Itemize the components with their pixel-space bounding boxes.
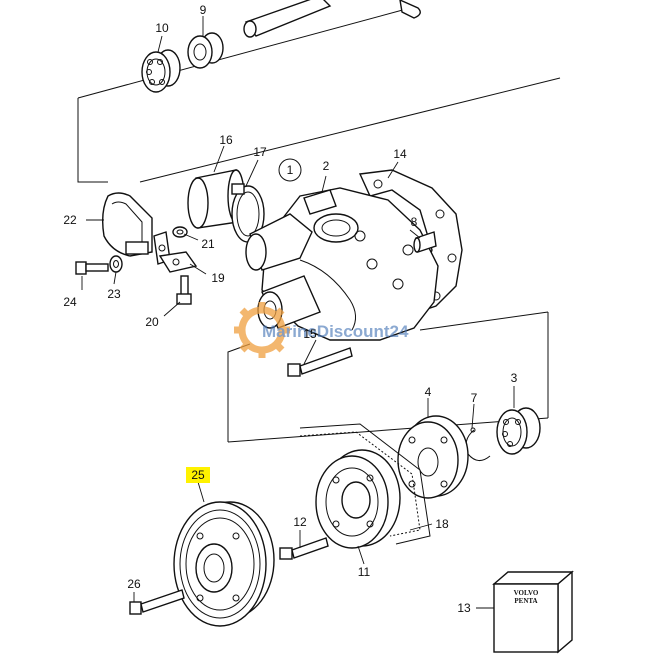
bolt-part-26	[129, 589, 185, 615]
box-label-line2: PENTA	[514, 597, 537, 605]
bearing-part-10	[141, 49, 181, 93]
callout-labels: 1 2 3 4 7 8 9 10 11 12 13 14 15 16 17 18…	[63, 3, 517, 615]
callout-23: 23	[107, 287, 121, 301]
callout-3: 3	[511, 371, 518, 385]
callout-1: 1	[287, 163, 294, 177]
callout-12: 12	[293, 515, 307, 529]
circlip-part-7	[465, 427, 491, 461]
callout-17: 17	[253, 145, 267, 159]
callout-24: 24	[63, 295, 77, 309]
callout-15: 15	[303, 327, 317, 341]
bolt-part-24	[75, 261, 109, 275]
callout-26: 26	[127, 577, 141, 591]
callout-highlight-25	[186, 467, 210, 483]
washer-part-21	[172, 226, 188, 238]
assembly-frame-lines	[77, 7, 561, 443]
callout-2: 2	[323, 159, 330, 173]
callout-circle-1	[278, 158, 302, 182]
stud-part-8	[413, 231, 437, 253]
callout-21: 21	[201, 237, 215, 251]
kit-box-part-13: VOLVO PENTA	[492, 570, 574, 654]
box-label-line1: VOLVO	[514, 589, 539, 597]
seal-part-9	[187, 32, 224, 69]
gear-icon	[234, 302, 290, 358]
callout-14: 14	[393, 147, 407, 161]
callout-22: 22	[63, 213, 77, 227]
washer-part-23	[109, 255, 123, 273]
watermark-text: MarineDiscount24	[262, 322, 409, 341]
callout-18: 18	[435, 517, 449, 531]
leader-lines	[81, 16, 515, 609]
callout-7: 7	[471, 391, 478, 405]
pump-housing-part-2	[245, 187, 439, 341]
hose-clamp-part-17	[231, 183, 265, 243]
callout-8: 8	[411, 215, 418, 229]
bolt-part-12	[279, 537, 329, 560]
bearing-part-3	[496, 407, 541, 455]
callout-13: 13	[457, 601, 471, 615]
drive-belt-part-18	[299, 423, 431, 545]
callout-4: 4	[425, 385, 432, 399]
callout-11: 11	[358, 565, 371, 579]
callout-10: 10	[155, 21, 169, 35]
bolt-part-15	[287, 347, 353, 377]
callout-20: 20	[145, 315, 159, 329]
watermark: MarineDiscount24	[234, 302, 409, 358]
bracket-part-19	[158, 251, 198, 273]
callout-25: 25	[191, 468, 205, 482]
callout-16: 16	[219, 133, 233, 147]
crank-pulley-part-25	[173, 501, 275, 627]
shaft-rod	[243, 0, 421, 38]
hub-part-4	[397, 415, 469, 499]
pulley-part-11	[315, 449, 401, 549]
callout-19: 19	[211, 271, 225, 285]
callout-9: 9	[200, 3, 207, 17]
clamp-bracket-part-22	[101, 192, 171, 265]
bolt-part-20	[176, 275, 192, 305]
